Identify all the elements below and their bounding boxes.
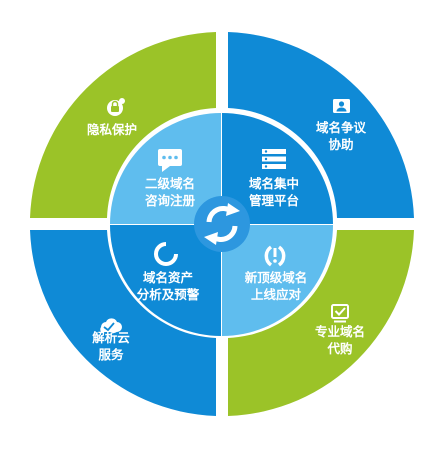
outer-quadrant-top-right: [228, 32, 414, 218]
outer-top-right-line1: 域名争议: [316, 120, 367, 135]
inner-bottom-right-line1: 新顶级域名: [245, 270, 308, 285]
checkbox-icon: [331, 304, 349, 323]
outer-bottom-left-line2: 服务: [98, 347, 124, 362]
outer-top-right-line2: 协助: [328, 137, 353, 152]
outer-quadrant-top-left: [30, 32, 216, 218]
outer-bottom-right-line2: 代购: [326, 341, 352, 356]
inner-top-right-line1: 域名集中: [249, 176, 299, 191]
server-stack-icon: [262, 149, 286, 169]
inner-bottom-left-line1: 域名资产: [143, 270, 193, 285]
inner-bottom-right-line2: 上线应对: [251, 287, 302, 302]
alert-cycle-icon: [264, 245, 286, 267]
user-badge-icon: [333, 99, 350, 113]
privacy-lock-icon: [107, 98, 125, 116]
inner-quadrant-bottom-left: [110, 225, 221, 336]
outer-quadrant-bottom-right: [228, 230, 414, 416]
outer-bottom-right-line1: 专业域名: [315, 324, 365, 339]
outer-quadrant-bottom-left: [30, 230, 216, 416]
inner-bottom-left-line2: 分析及预警: [137, 287, 200, 302]
outer-ring: [30, 32, 414, 416]
center-hub: [194, 196, 250, 252]
cloud-check-icon: [100, 318, 122, 332]
outer-top-left-line1: 隐私保护: [87, 122, 137, 137]
inner-top-right-line2: 管理平台: [249, 193, 299, 208]
inner-quadrant-bottom-right: [222, 225, 333, 336]
outer-bottom-left-line1: 解析云: [92, 330, 130, 345]
inner-top-left-line1: 二级域名: [145, 176, 195, 191]
chat-bubble-icon: [158, 149, 182, 172]
loading-ring-icon: [154, 242, 178, 266]
hub-circle: [194, 196, 250, 252]
inner-top-left-line2: 咨询注册: [145, 193, 196, 208]
